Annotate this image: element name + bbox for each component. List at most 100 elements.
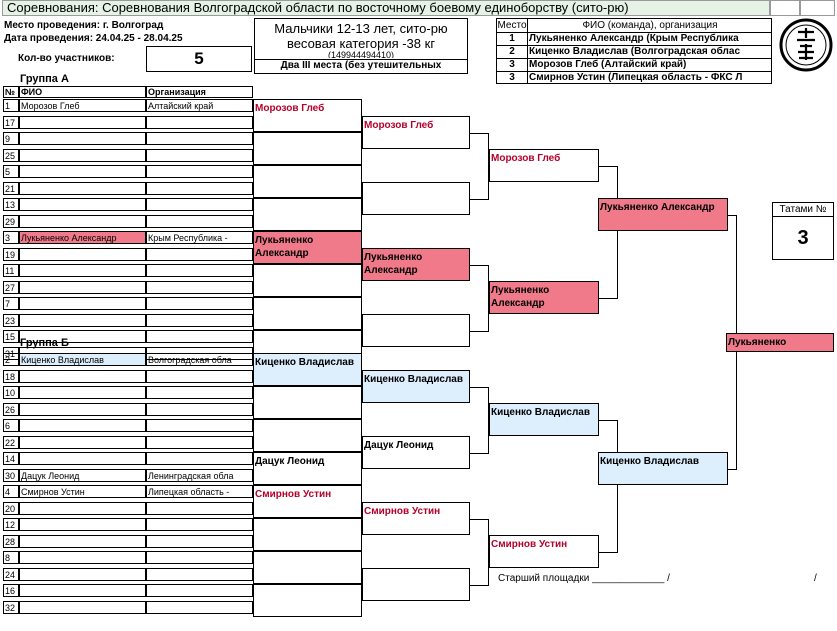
slot-org: [146, 518, 253, 531]
slot-name: [19, 601, 146, 614]
round1-box: [253, 419, 362, 452]
slot-number: 28: [3, 535, 19, 548]
bracket-line: [470, 265, 489, 266]
semifinal-box: Лукьяненко Александр: [598, 198, 728, 231]
slot-org: Алтайский край: [146, 99, 253, 112]
round1-box: [253, 165, 362, 198]
col-org-header: Организация: [146, 86, 253, 98]
bracket-line: [728, 215, 736, 216]
round2-box: Смирнов Устин: [362, 502, 470, 535]
round1-box: [253, 386, 362, 419]
col-fio-header: ФИО: [19, 86, 146, 98]
round2-box: Лукьяненко Александр: [362, 248, 470, 281]
slot-org: [146, 297, 253, 310]
slot-number: 16: [3, 584, 19, 597]
bracket-line: [470, 133, 489, 134]
winner-place: 3: [497, 71, 528, 84]
tatami-box: Татами № 3: [772, 202, 834, 260]
round1-box: [253, 297, 362, 330]
slot-name: [19, 215, 146, 228]
header-cell: [800, 0, 835, 16]
slot-org: [146, 248, 253, 261]
slot-name: [19, 132, 146, 145]
slot-number: 22: [3, 436, 19, 449]
footer-slash: /: [814, 573, 817, 584]
round1-box: [253, 264, 362, 297]
round2-box: Дацук Леонид: [362, 436, 470, 469]
winner-name: Лукьяненко Александр (Крым Республика: [529, 33, 739, 44]
slot-org: [146, 370, 253, 383]
slot-number: 6: [3, 419, 19, 432]
competition-title: Соревнования: Соревнования Волгоградской…: [2, 0, 770, 16]
slot-name: [19, 535, 146, 548]
slot-name: [19, 551, 146, 564]
winner-place: 1: [497, 32, 528, 45]
bracket-line: [599, 420, 617, 421]
bracket-line: [488, 265, 489, 332]
winner-row: 1 Лукьяненко Александр (Крым Республика: [497, 32, 771, 46]
round1-box: [253, 198, 362, 231]
dates: Дата проведения: 24.04.25 - 28.04.25: [4, 33, 183, 44]
category-line-2: весовая категория -38 кг: [286, 36, 436, 51]
round2-box: [362, 314, 470, 347]
slot-org: [146, 436, 253, 449]
round1-box: [253, 551, 362, 584]
slot-number: 26: [3, 403, 19, 416]
winner-name: Смирнов Устин (Липецкая область - ФКС Л: [529, 72, 743, 83]
participants-label: Кол-во участников:: [18, 53, 115, 64]
slot-number: 29: [3, 215, 19, 228]
slot-number: 14: [3, 452, 19, 465]
bracket-line: [488, 519, 489, 586]
slot-name: [19, 314, 146, 327]
karate-logo: [778, 18, 834, 72]
slot-name: [19, 502, 146, 515]
slot-org: Ленинградская обла: [146, 469, 253, 482]
slot-name: [19, 198, 146, 211]
bracket-line: [617, 166, 618, 299]
venue: Место проведения: г. Волгоград: [4, 20, 164, 31]
round1-box: [253, 584, 362, 617]
bracket-line: [599, 298, 617, 299]
slot-name: [19, 264, 146, 277]
slot-org: Липецкая область -: [146, 485, 253, 498]
round2-box: [362, 182, 470, 215]
group-a-label: Группа А: [20, 73, 69, 85]
round2-box: Морозов Глеб: [362, 116, 470, 149]
slot-name: [19, 281, 146, 294]
winner-place: 2: [497, 45, 528, 58]
slot-org: [146, 584, 253, 597]
slot-org: [146, 165, 253, 178]
slot-org: [146, 149, 253, 162]
bracket-line: [488, 133, 489, 200]
round1-box: [253, 518, 362, 551]
slot-number: 2: [3, 353, 19, 366]
slot-number: 32: [3, 601, 19, 614]
winners-table: Место ФИО (команда), организация 1 Лукья…: [496, 18, 772, 84]
semifinal-box: Киценко Владислав: [598, 452, 728, 485]
round1-box: [253, 132, 362, 165]
tatami-number: 3: [797, 227, 809, 249]
slot-org: [146, 182, 253, 195]
slot-org: [146, 314, 253, 327]
bracket-line: [470, 585, 489, 586]
slot-number: 21: [3, 182, 19, 195]
col-no-header: №: [3, 86, 19, 98]
winners-name-header: ФИО (команда), организация: [582, 20, 718, 31]
slot-org: [146, 281, 253, 294]
slot-number: 12: [3, 518, 19, 531]
slot-name: [19, 584, 146, 597]
slot-name: [19, 248, 146, 261]
slot-name: Смирнов Устин: [19, 485, 146, 498]
slot-org: [146, 601, 253, 614]
slot-org: [146, 502, 253, 515]
winner-name: Морозов Глеб (Алтайский край): [529, 59, 687, 70]
slot-org: [146, 535, 253, 548]
slot-number: 1: [3, 99, 19, 112]
header-cell: [770, 0, 800, 16]
slot-number: 25: [3, 149, 19, 162]
slot-number: 19: [3, 248, 19, 261]
category-line-1: Мальчики 12-13 лет, сито-рю: [274, 21, 448, 36]
round1-box: Морозов Глеб: [253, 99, 362, 132]
third-place-note: Два III места (без утешительных: [255, 59, 467, 73]
round1-box: Смирнов Устин: [253, 485, 362, 518]
